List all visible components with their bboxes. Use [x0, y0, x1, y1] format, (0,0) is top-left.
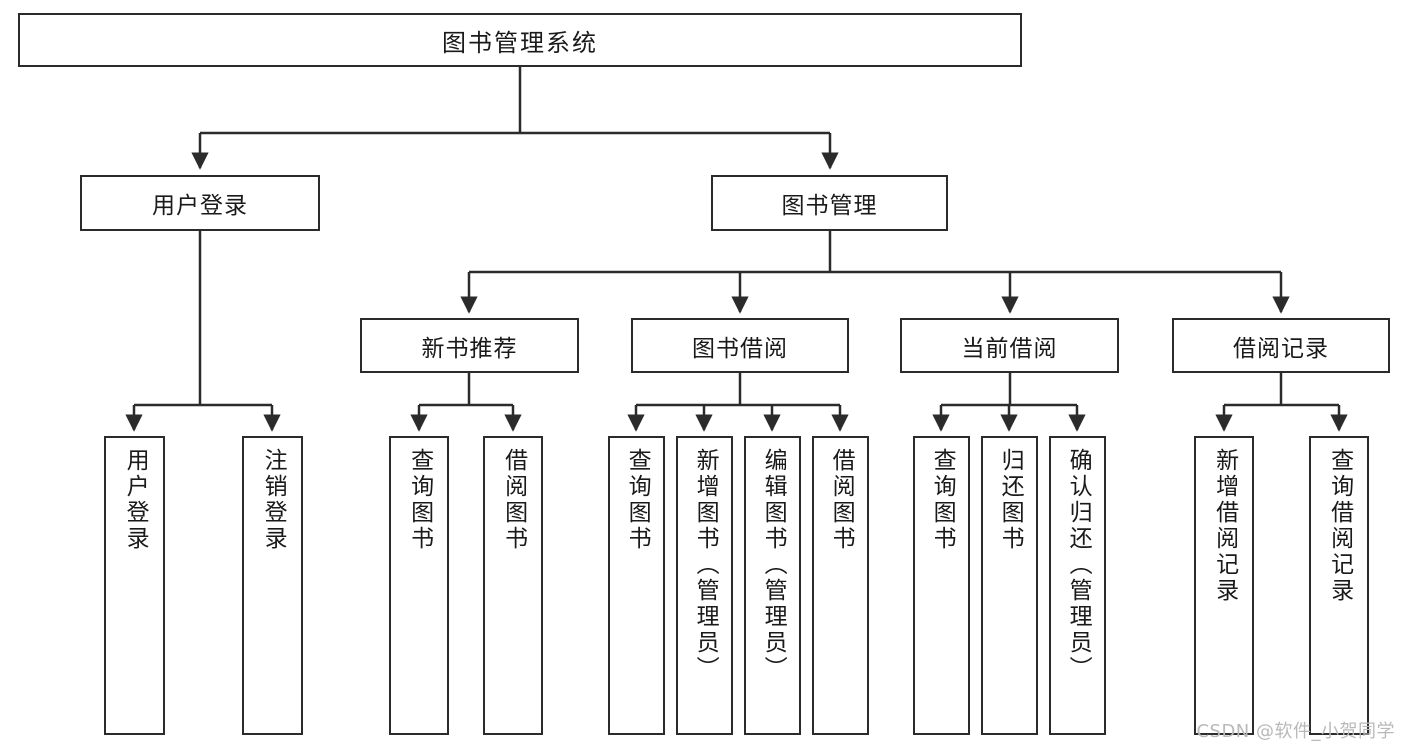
node-label: 新增借阅记录 [1211, 448, 1238, 604]
node-label: 查询图书 [624, 448, 651, 552]
node-leaf-query-record[interactable]: 查询借阅记录 [1309, 436, 1369, 735]
node-book-borrow[interactable]: 图书借阅 [631, 318, 849, 373]
node-label: 图书借阅 [692, 335, 788, 362]
node-label: 用户登录 [152, 193, 248, 219]
node-leaf-user-login[interactable]: 用户登录 [104, 436, 165, 735]
node-label: 确认归还（管理员） [1065, 448, 1092, 682]
node-leaf-logout-login[interactable]: 注销登录 [242, 436, 303, 735]
node-leaf-borrow-book-1[interactable]: 借阅图书 [483, 436, 543, 735]
node-leaf-add-book[interactable]: 新增图书（管理员） [676, 436, 733, 735]
node-label: 借阅记录 [1233, 335, 1329, 362]
node-leaf-add-record[interactable]: 新增借阅记录 [1194, 436, 1254, 735]
node-label: 新增图书（管理员） [692, 448, 719, 682]
node-label: 用户登录 [122, 448, 149, 552]
node-new-book-recommend[interactable]: 新书推荐 [360, 318, 579, 373]
node-label: 查询图书 [406, 448, 433, 552]
watermark-text: CSDN @软件_小贺同学 [1196, 721, 1395, 742]
node-label: 归还图书 [997, 448, 1024, 552]
node-label: 查询借阅记录 [1326, 448, 1353, 604]
node-leaf-query-book-1[interactable]: 查询图书 [389, 436, 449, 735]
node-label: 当前借阅 [961, 335, 1058, 362]
node-leaf-return-book[interactable]: 归还图书 [981, 436, 1038, 735]
node-label: 查询图书 [929, 448, 956, 552]
node-user-login[interactable]: 用户登录 [80, 175, 320, 231]
node-leaf-edit-book[interactable]: 编辑图书（管理员） [744, 436, 801, 735]
node-leaf-borrow-book-2[interactable]: 借阅图书 [812, 436, 869, 735]
node-label: 注销登录 [260, 448, 287, 552]
node-label: 图书管理系统 [442, 28, 598, 57]
node-leaf-query-book-2[interactable]: 查询图书 [608, 436, 665, 735]
node-label: 编辑图书（管理员） [760, 448, 787, 682]
node-book-manage[interactable]: 图书管理 [711, 175, 948, 231]
node-label: 新书推荐 [421, 335, 518, 362]
node-label: 图书管理 [781, 193, 878, 219]
node-leaf-confirm-return[interactable]: 确认归还（管理员） [1049, 436, 1106, 735]
node-leaf-query-book-3[interactable]: 查询图书 [913, 436, 970, 735]
node-label: 借阅图书 [828, 448, 855, 552]
node-borrow-record[interactable]: 借阅记录 [1172, 318, 1390, 373]
node-root-book-management-system[interactable]: 图书管理系统 [18, 13, 1022, 67]
node-label: 借阅图书 [500, 448, 527, 552]
node-current-borrow[interactable]: 当前借阅 [900, 318, 1119, 373]
